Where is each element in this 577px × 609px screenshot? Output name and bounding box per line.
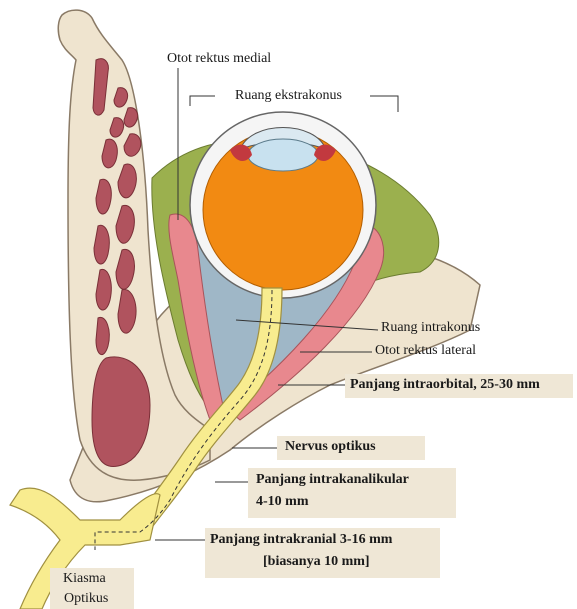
- intraorbital-label: Panjang intraorbital, 25-30 mm: [350, 377, 540, 393]
- lens: [248, 139, 318, 171]
- medial-rectus-label: Otot rektus medial: [167, 51, 271, 67]
- intracanalicular-label-line2: 4-10 mm: [256, 494, 309, 510]
- optic-nerve-label: Nervus optikus: [285, 439, 376, 455]
- intracranial-label-line1: Panjang intrakranial 3-16 mm: [210, 532, 392, 548]
- intracanalicular-label-line1: Panjang intrakanalikular: [256, 472, 409, 488]
- chiasm-label-line1: Kiasma: [63, 571, 106, 587]
- chiasm-label-line2: Optikus: [64, 591, 108, 607]
- intraconal-label: Ruang intrakonus: [381, 320, 480, 336]
- extraconal-label: Ruang ekstrakonus: [235, 88, 342, 104]
- intracranial-label-line2: [biasanya 10 mm]: [263, 554, 370, 570]
- lateral-rectus-label: Otot rektus lateral: [375, 343, 476, 359]
